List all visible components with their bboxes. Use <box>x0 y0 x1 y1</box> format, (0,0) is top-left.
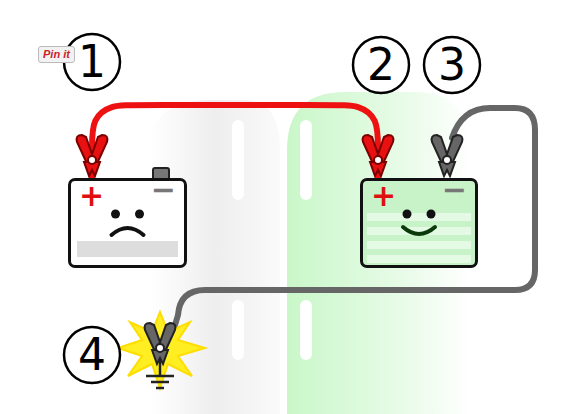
jumper-cable <box>92 105 378 178</box>
pin-button: Pin it <box>38 46 75 63</box>
car-highlight <box>300 300 312 360</box>
ground-symbol <box>146 356 174 388</box>
red-clamp <box>77 135 108 176</box>
car-highlight <box>300 120 312 200</box>
smile <box>403 227 435 234</box>
plus-sign: + <box>79 181 104 211</box>
battery-box: +− <box>360 178 478 268</box>
plus-sign: + <box>371 181 396 211</box>
battery-stripe <box>367 213 471 221</box>
battery-stripe <box>367 255 471 263</box>
eye <box>135 210 144 219</box>
battery-box: +− <box>68 178 187 268</box>
red-clamp <box>363 135 394 176</box>
battery-stripe <box>367 241 471 249</box>
callout-number: 2 <box>367 43 395 87</box>
frown <box>112 228 144 235</box>
callout-circle <box>424 37 480 93</box>
minus-sign: − <box>442 175 467 205</box>
battery-stripe <box>77 241 178 257</box>
minus-sign: − <box>151 175 176 205</box>
ground-cable <box>172 108 535 335</box>
car-highlight <box>232 300 244 360</box>
spark <box>118 312 205 388</box>
car-highlight <box>232 120 244 200</box>
eye <box>427 210 436 219</box>
callout-circle <box>64 327 120 383</box>
grey-clamp <box>145 323 176 364</box>
eye <box>403 210 412 219</box>
callout-number: 3 <box>438 43 466 87</box>
callout-number: 4 <box>78 333 106 377</box>
grey-clamp <box>432 135 463 176</box>
callout-circle <box>353 37 409 93</box>
callout-number: 1 <box>78 40 106 84</box>
battery-stripe <box>367 227 471 235</box>
eye <box>111 210 120 219</box>
